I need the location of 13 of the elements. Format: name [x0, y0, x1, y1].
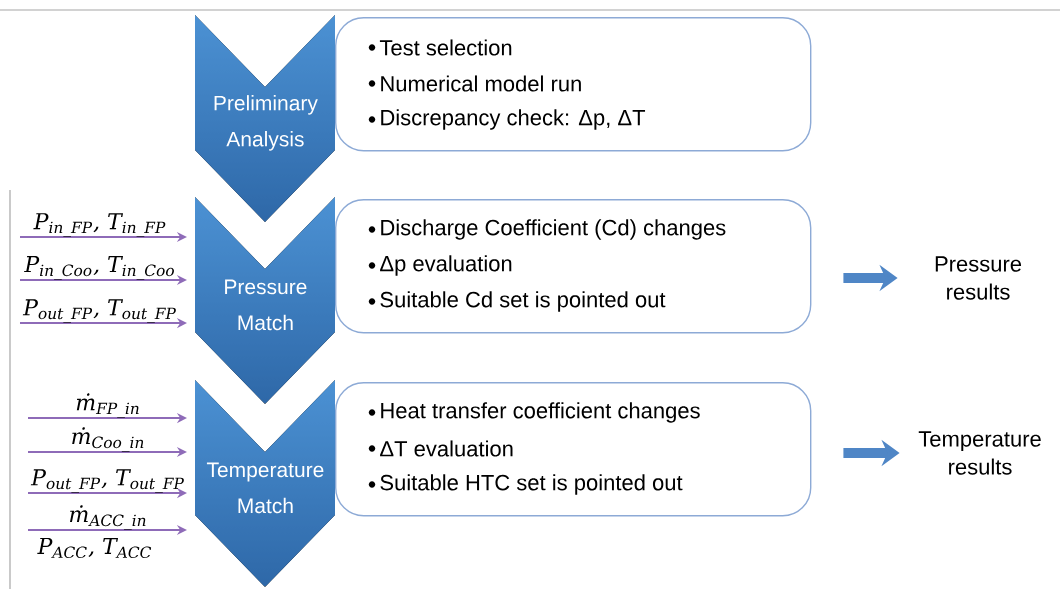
edge-label: ṁ$_{FP_in}$ [76, 393, 139, 418]
result-text: Pressure results [935, 256, 1022, 300]
bullet-list-box: Heat transfer coefficient changes ΔT evaluation Suitable HTC set is pointed out [335, 382, 812, 517]
edge-label: P$_{in_Coo}$, T$_{in_Coo}$ [24, 256, 174, 280]
bullet-list-box: Discharge Coefficient (Cd) changes Δp evaluation Suitable Cd set is pointed out [335, 199, 812, 334]
edge-label: ṁ$_{ACC_in}$ [70, 505, 146, 530]
bullet-list-box: Test selection Numerical model run Discrepancy check: Δp, ΔT [335, 17, 812, 152]
edge-label: P$_{out_FP}$, T$_{out_FP}$ [30, 469, 184, 493]
variable-label: P$_{ACC}$, T$_{ACC}$ [37, 537, 152, 559]
edge-label: P$_{out_FP}$, T$_{out_FP}$ [22, 299, 176, 323]
edge-label: P$_{in_FP}$, T$_{in_FP}$ [33, 213, 166, 237]
result-text: Temperature results [918, 431, 1041, 475]
edge-label: ṁ$_{Coo_in}$ [72, 427, 144, 452]
